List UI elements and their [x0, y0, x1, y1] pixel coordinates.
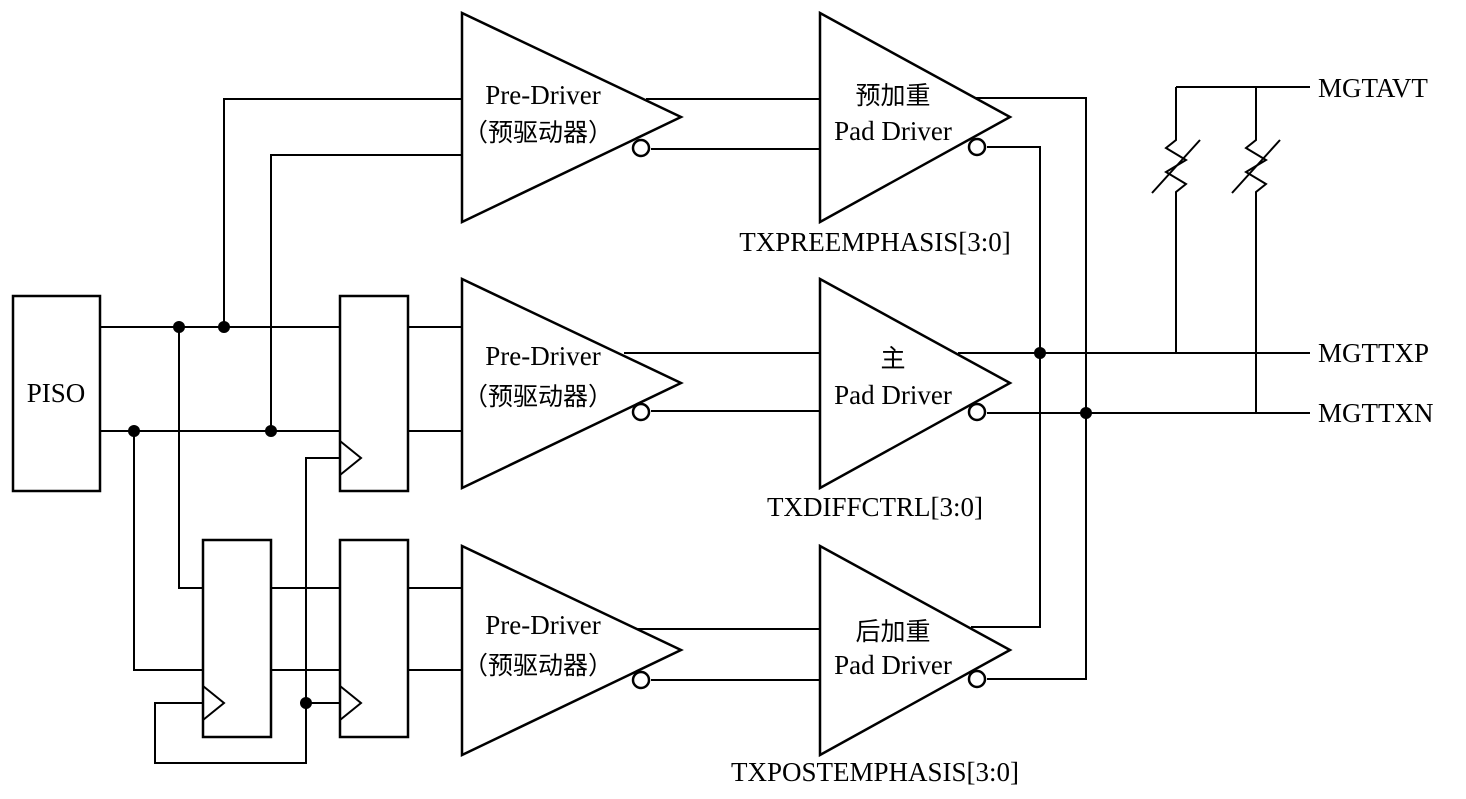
pre-driver-mid-sublabel: （预驱动器）	[463, 382, 613, 411]
pad-driver-main-label: Pad Driver	[834, 380, 952, 410]
pad-driver-pre-emphasis-cn-label: 预加重	[855, 81, 930, 110]
txdiffctrl-label: TXDIFFCTRL[3:0]	[767, 492, 983, 522]
pre-driver-bot	[460, 544, 684, 757]
pad-driver-pre-emphasis	[818, 10, 1013, 225]
junction-dots	[128, 321, 1092, 709]
mgttxn-label: MGTTXN	[1318, 398, 1434, 428]
piso-label: PISO	[27, 378, 86, 408]
pad-driver-main-cn-label: 主	[880, 344, 905, 373]
piso-block	[11, 294, 102, 493]
wires	[100, 86, 1310, 764]
flip-flop-delay-2	[338, 538, 410, 739]
mgttxp-label: MGTTXP	[1318, 338, 1429, 368]
flip-flop-delay-1	[201, 538, 273, 739]
pad-driver-pre-emphasis-label: Pad Driver	[834, 116, 952, 146]
flip-flop-mid	[338, 294, 410, 493]
pre-driver-mid	[460, 277, 684, 490]
txpreemphasis-label: TXPREEMPHASIS[3:0]	[739, 227, 1011, 257]
pad-driver-main	[818, 276, 1013, 491]
pad-driver-post-emphasis	[818, 543, 1013, 758]
pre-driver-top-sublabel: （预驱动器）	[463, 118, 613, 147]
mgtavt-label: MGTAVT	[1318, 73, 1428, 103]
pre-driver-bot-label: Pre-Driver	[485, 610, 600, 640]
pad-driver-post-emphasis-label: Pad Driver	[834, 650, 952, 680]
pre-driver-top-label: Pre-Driver	[485, 80, 600, 110]
pre-driver-mid-label: Pre-Driver	[485, 341, 600, 371]
pad-driver-post-emphasis-cn-label: 后加重	[855, 617, 930, 646]
txpostemphasis-label: TXPOSTEMPHASIS[3:0]	[731, 757, 1019, 787]
pre-driver-top	[460, 11, 684, 224]
pre-driver-bot-sublabel: （预驱动器）	[463, 651, 613, 680]
